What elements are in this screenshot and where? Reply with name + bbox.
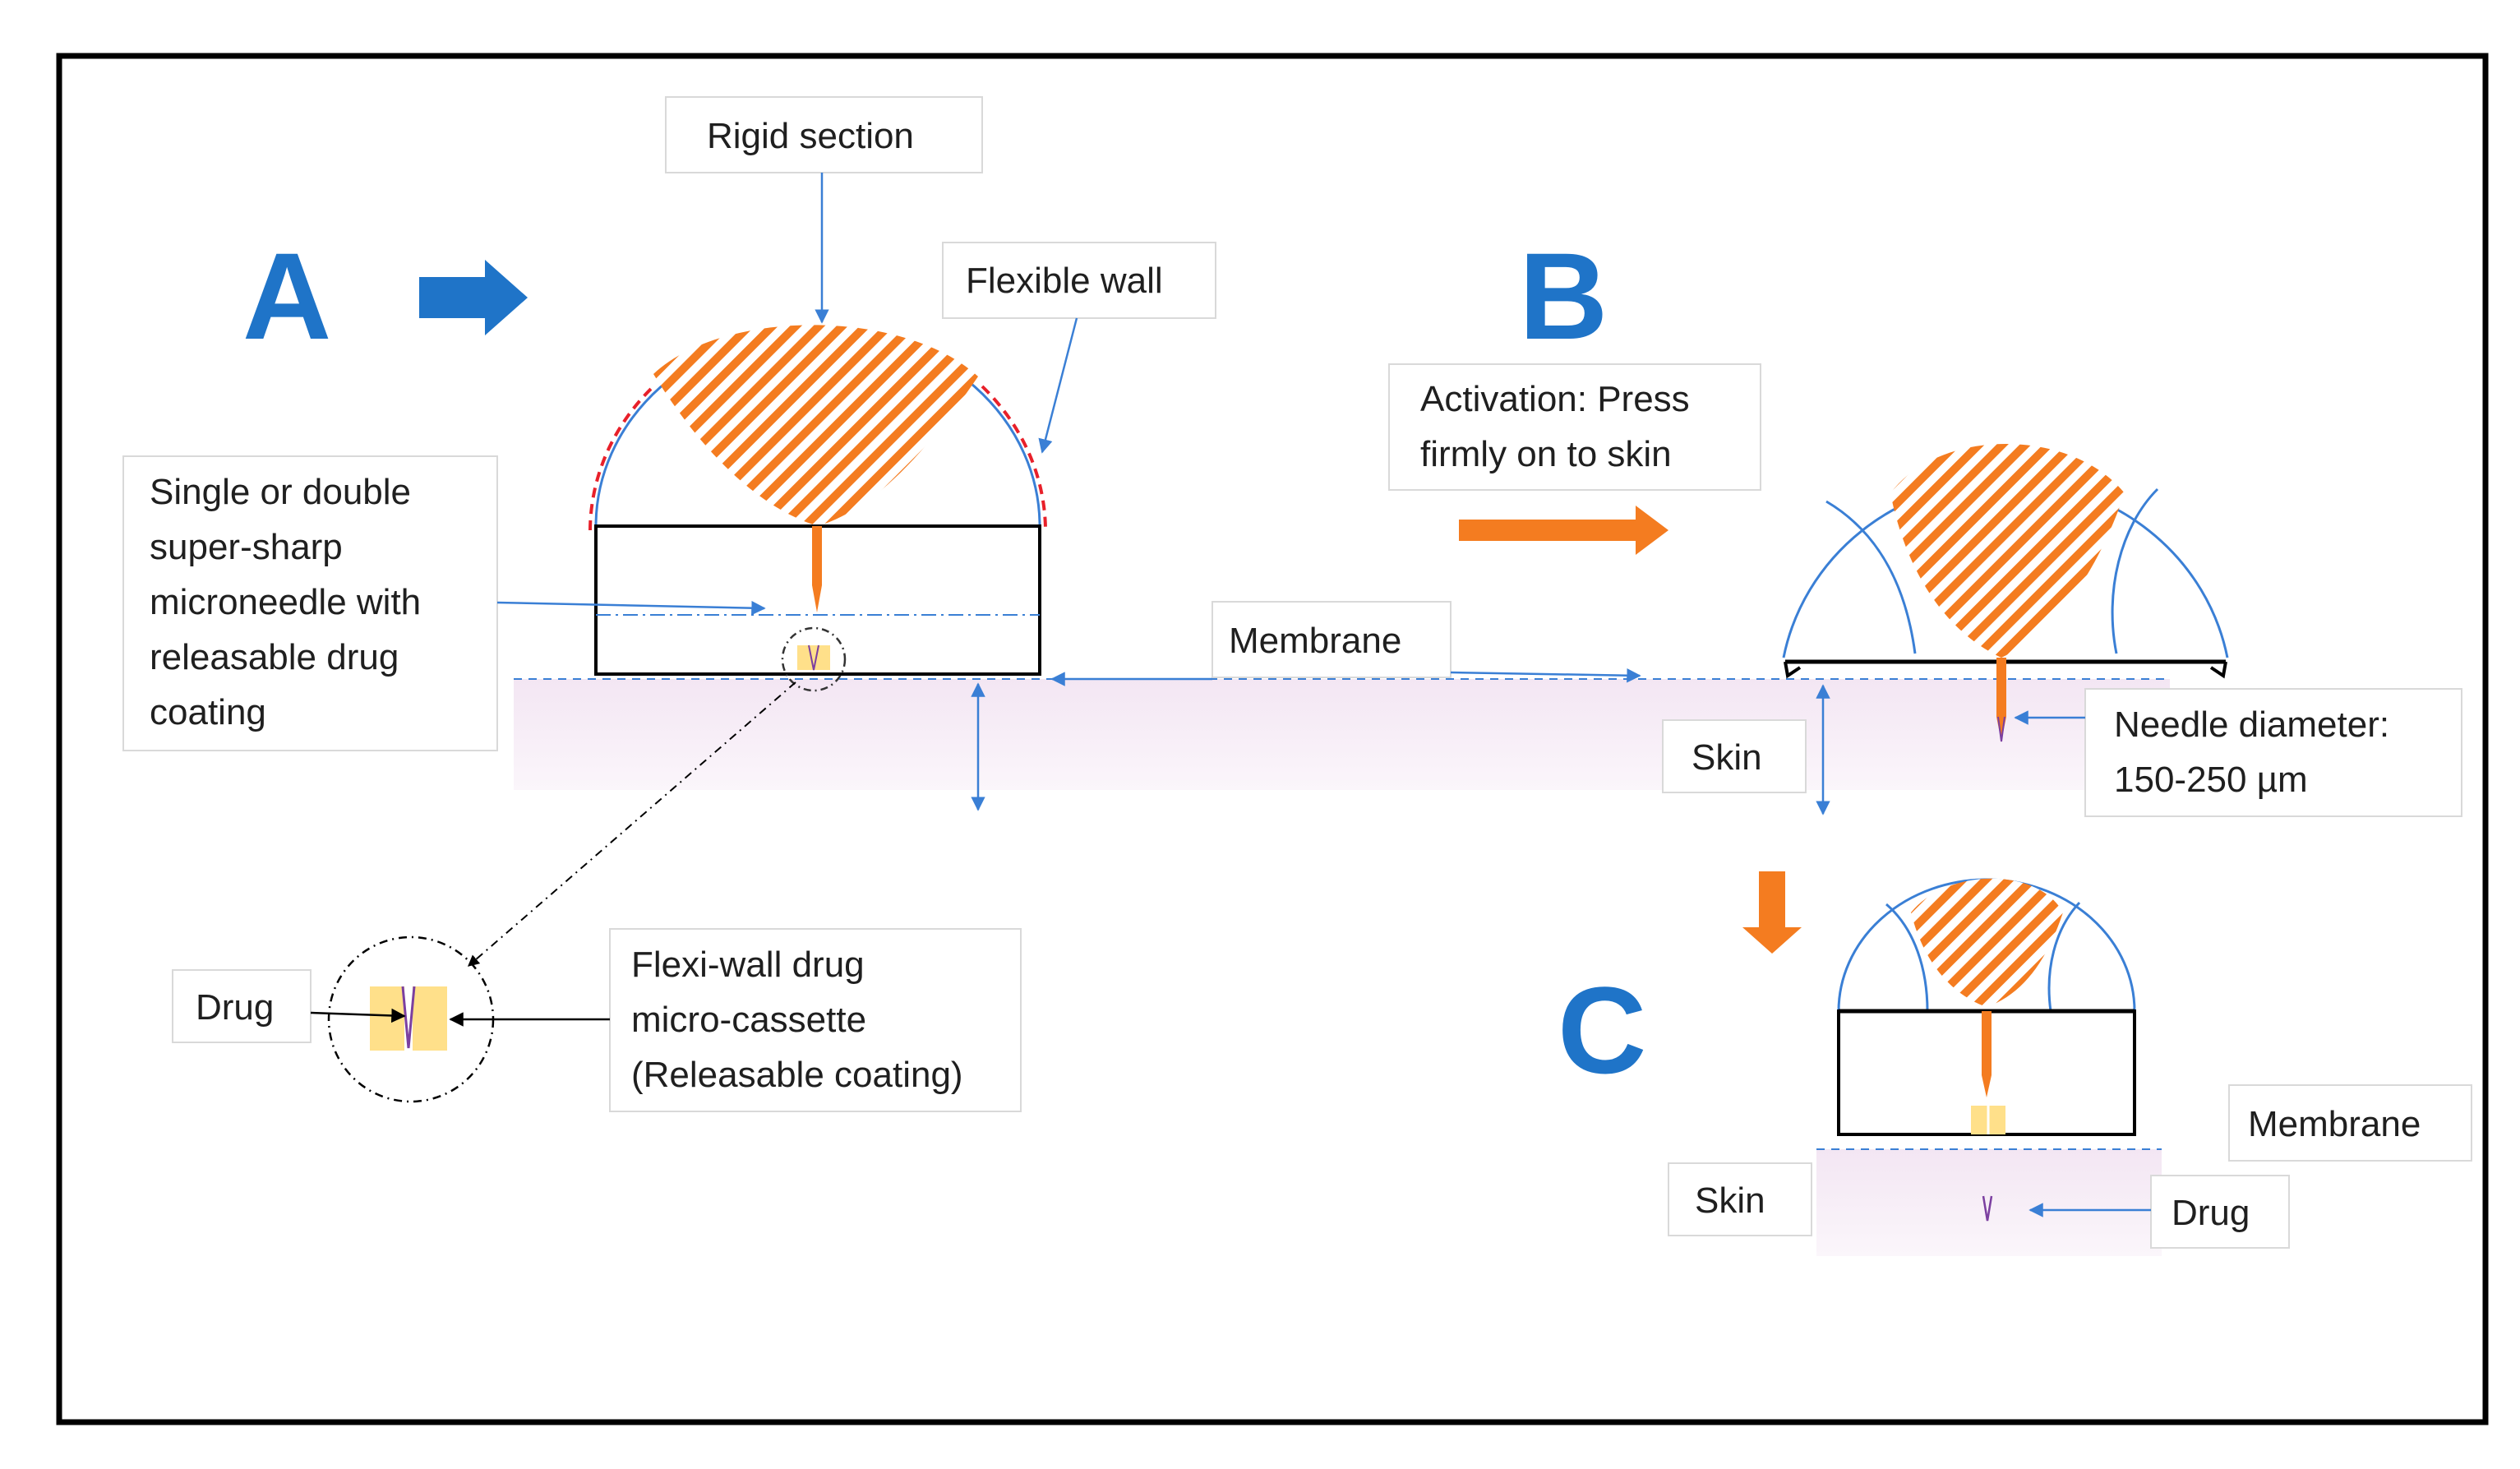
needle-tip-c <box>1982 1075 1992 1097</box>
rigid-section-box <box>665 96 983 173</box>
collapsed-right-b <box>2209 661 2227 679</box>
flexible-wall-pointer <box>1038 317 1078 454</box>
flexible-wall-label: Flexible wall <box>966 261 1163 301</box>
drug-a-box <box>172 969 312 1043</box>
rigid-section-hatch-a <box>653 325 978 526</box>
needle-diameter-box <box>2084 688 2462 817</box>
outer-frame <box>56 53 2489 1425</box>
skin-b-box <box>1662 719 1807 793</box>
membrane-a-label: Membrane <box>1229 621 1401 661</box>
rigid-section-hatch-b <box>1890 444 2125 658</box>
drug-large <box>401 986 416 1049</box>
needle-diameter-label: Needle diameter: 150-250 µm <box>2114 704 2399 800</box>
drug-a-pointer <box>310 1008 406 1023</box>
skin-c-box <box>1668 1162 1812 1236</box>
panel-letter-a: A <box>242 227 331 365</box>
membrane-c-box <box>2228 1084 2472 1162</box>
collapsed-left-b <box>1784 661 1802 679</box>
flex-fold-left-c <box>1885 903 1929 1012</box>
flex-fold-left-b <box>1825 500 1917 654</box>
membrane-c-label: Membrane <box>2248 1104 2421 1144</box>
flexible-wall-dash-right <box>981 385 1047 531</box>
panel-a-arrow <box>419 260 528 335</box>
needle-b <box>1996 658 2006 717</box>
drug-cassette-large-left <box>370 986 404 1051</box>
flex-fold-right-c <box>2047 901 2081 1012</box>
membrane-a-box <box>1212 601 1452 678</box>
cassette-box <box>609 928 1022 1112</box>
skin-b-label: Skin <box>1692 737 1762 778</box>
rigid-section-label: Rigid section <box>707 116 914 156</box>
zoom-connector <box>467 681 796 967</box>
drug-c-box <box>2150 1175 2290 1249</box>
activation-label: Activation: Press firmly on to skin <box>1420 379 1700 474</box>
drug-c-label: Drug <box>2172 1193 2250 1233</box>
membrane-a-pointer-right <box>1450 668 1641 683</box>
cassette-circle-small <box>781 626 847 692</box>
flexible-wall-box <box>942 242 1216 319</box>
down-arrow-c <box>1742 871 1802 954</box>
microneedle-pointer <box>496 600 766 616</box>
skin-region-c <box>1816 1149 2162 1256</box>
drug-b <box>1997 716 2005 742</box>
drug-cassette-large-right <box>413 986 447 1051</box>
flexible-wall-dash-left <box>588 385 655 531</box>
cassette-label: Flexi-wall drug micro-cassette (Releasab… <box>631 945 963 1095</box>
needle-tip-a <box>812 585 822 612</box>
panel-letter-b: B <box>1519 227 1608 365</box>
microneedle-label: Single or double super-sharp microneedle… <box>150 472 431 732</box>
skin-c-label: Skin <box>1695 1180 1765 1221</box>
activation-arrow <box>1459 506 1668 555</box>
drug-small <box>808 644 819 671</box>
needle-c <box>1982 1011 1992 1075</box>
rigid-section-hatch-c <box>1911 878 2063 1007</box>
drug-a-label: Drug <box>196 987 274 1028</box>
microneedle-box <box>122 455 498 751</box>
flex-fold-right-b <box>2111 487 2159 654</box>
skin-region-ab <box>514 679 2170 790</box>
drug-c-released <box>1982 1195 1993 1222</box>
panel-letter-c: C <box>1558 961 1646 1099</box>
activation-box <box>1388 363 1761 491</box>
needle-a <box>812 526 822 585</box>
